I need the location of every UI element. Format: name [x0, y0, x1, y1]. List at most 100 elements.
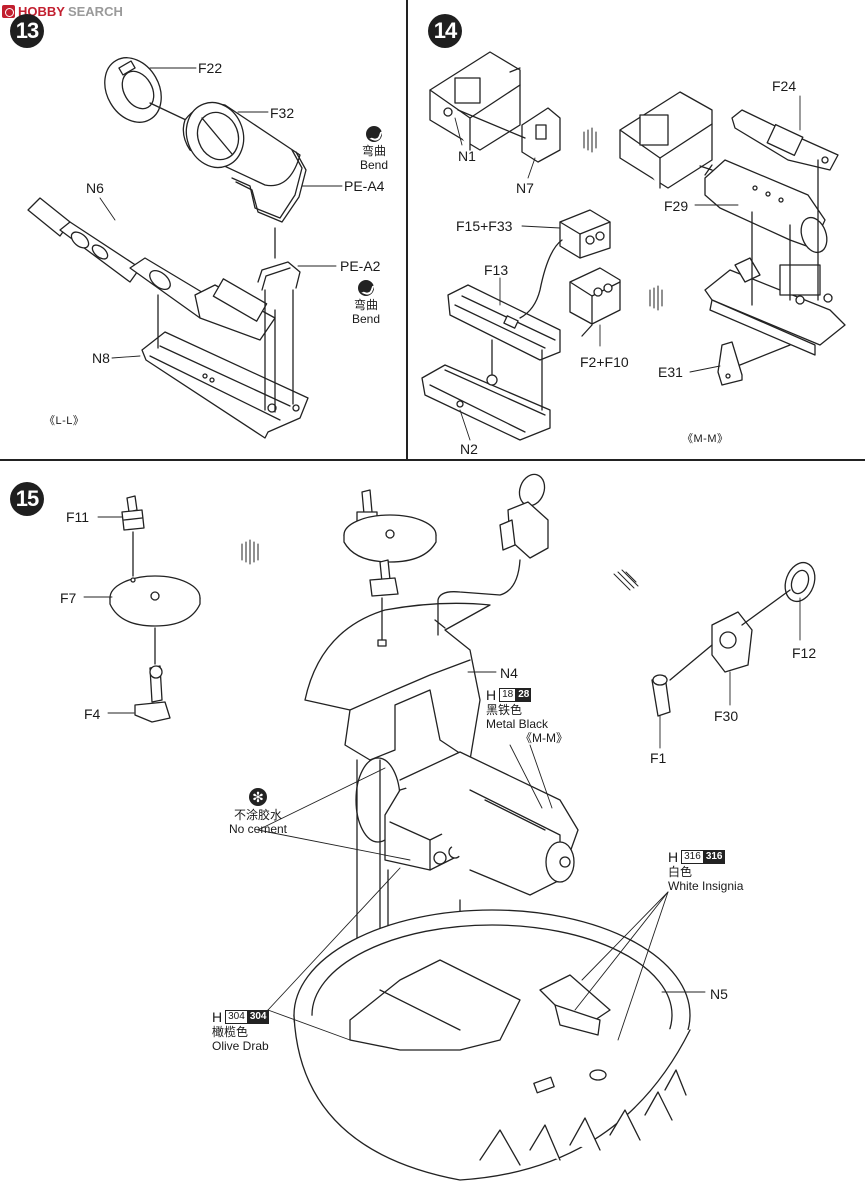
step15-right-guides: [669, 589, 791, 681]
paint-name-cn: 白色: [668, 865, 693, 879]
part-n4: [304, 602, 491, 761]
part-upper-disc: [343, 489, 437, 597]
paint-number-alt: 304: [247, 1010, 269, 1024]
label-n7: N7: [516, 180, 534, 196]
bend-note-1: 弯曲 Bend: [352, 126, 396, 172]
part-f24: [731, 109, 839, 171]
bend-cn: 弯曲: [353, 298, 378, 312]
label-f2-f10: F2+F10: [580, 354, 629, 370]
label-f13: F13: [484, 262, 509, 278]
paint-name-en: Metal Black: [486, 717, 549, 731]
no-cement-en: No cement: [228, 822, 288, 836]
part-n1: [429, 51, 521, 151]
bend-cn: 弯曲: [361, 144, 386, 158]
label-f12: F12: [792, 645, 817, 661]
paint-name-cn: 橄榄色: [212, 1025, 249, 1039]
part-assembled-14: [704, 257, 846, 356]
part-f12: [784, 561, 816, 603]
part-f4: [134, 665, 171, 723]
label-f29: F29: [664, 198, 689, 214]
part-pe-a4: [231, 149, 307, 223]
no-cement-cn: 不涂胶水: [233, 808, 282, 822]
bend-en: Bend: [359, 158, 389, 172]
watermark-site-text: SEARCH: [67, 4, 123, 19]
label-n8: N8: [92, 350, 110, 366]
part-sight-assembly: [499, 473, 549, 559]
step-number-14: 14: [428, 14, 462, 48]
part-f2-f10: [569, 267, 621, 325]
section-label-l-l: 《L-L》: [44, 415, 85, 427]
leader-lines: [83, 67, 801, 1041]
label-n4: N4: [500, 665, 518, 681]
label-n5: N5: [710, 986, 728, 1002]
part-f1: [651, 674, 671, 717]
label-f11: F11: [66, 509, 90, 525]
bend-icon: [366, 126, 382, 142]
bend-en: Bend: [351, 312, 381, 326]
paint-number-alt: 316: [703, 850, 725, 864]
paint-brand: H: [212, 1009, 223, 1025]
part-f13: [447, 284, 561, 361]
paint-name-en: White Insignia: [668, 879, 744, 893]
divider-top-bottom: [0, 459, 865, 461]
part-f29: [704, 159, 828, 254]
label-f22: F22: [198, 60, 223, 76]
part-f30: [711, 611, 753, 673]
label-f1: F1: [650, 750, 667, 766]
hobbysearch-logo-icon: [2, 5, 15, 18]
bend-icon: [358, 280, 374, 296]
step14-guides: [491, 159, 819, 411]
paint-brand: H: [668, 849, 679, 865]
paint-brand: H: [486, 687, 497, 703]
label-e31: E31: [658, 364, 683, 380]
part-f15-f33: [559, 209, 611, 259]
paint-number: 18: [499, 688, 517, 702]
section-label-m-m: 《M-M》: [682, 433, 729, 445]
flow-arrow-14a: [583, 127, 597, 153]
part-f32: [182, 101, 301, 187]
part-n1-n7-assembled: [619, 91, 713, 189]
part-n7: [457, 107, 561, 163]
label-f7: F7: [60, 590, 77, 606]
paint-number-alt: 28: [516, 688, 532, 702]
part-n2: [421, 364, 551, 441]
no-cement-icon: ✻: [249, 788, 267, 806]
flow-arrow-15b: [613, 569, 639, 591]
paint-section-label: 《M-M》: [520, 731, 568, 745]
paint-number: 304: [225, 1010, 248, 1024]
part-turret-assembly: [355, 751, 579, 896]
label-f15-f33: F15+F33: [456, 218, 513, 234]
label-f24: F24: [772, 78, 797, 94]
part-n8: [141, 331, 309, 439]
flow-arrow-14b: [649, 285, 663, 311]
part-f11: [121, 495, 145, 531]
part-n6-gun: [27, 197, 276, 341]
label-n2: N2: [460, 441, 478, 457]
flow-arrow-15a: [241, 539, 259, 565]
part-e31: [717, 341, 743, 386]
label-pe-a4: PE-A4: [344, 178, 385, 194]
step-number-13: 13: [10, 14, 44, 48]
divider-step13-14: [406, 0, 408, 460]
paint-number: 316: [681, 850, 704, 864]
part-n5-hull: [293, 909, 691, 1181]
label-f30: F30: [714, 708, 739, 724]
paint-name-cn: 黑铁色: [486, 703, 523, 717]
bend-note-2: 弯曲 Bend: [344, 280, 388, 326]
label-f4: F4: [84, 706, 101, 722]
label-n1: N1: [458, 148, 476, 164]
step13-guides: [157, 227, 294, 413]
no-cement-note: ✻ 不涂胶水 No cement: [218, 788, 298, 836]
label-f32: F32: [270, 105, 295, 121]
part-pe-a2: [257, 261, 301, 291]
part-f7: [109, 575, 201, 627]
paint-name-en: Olive Drab: [212, 1039, 269, 1053]
step-number-15: 15: [10, 482, 44, 516]
